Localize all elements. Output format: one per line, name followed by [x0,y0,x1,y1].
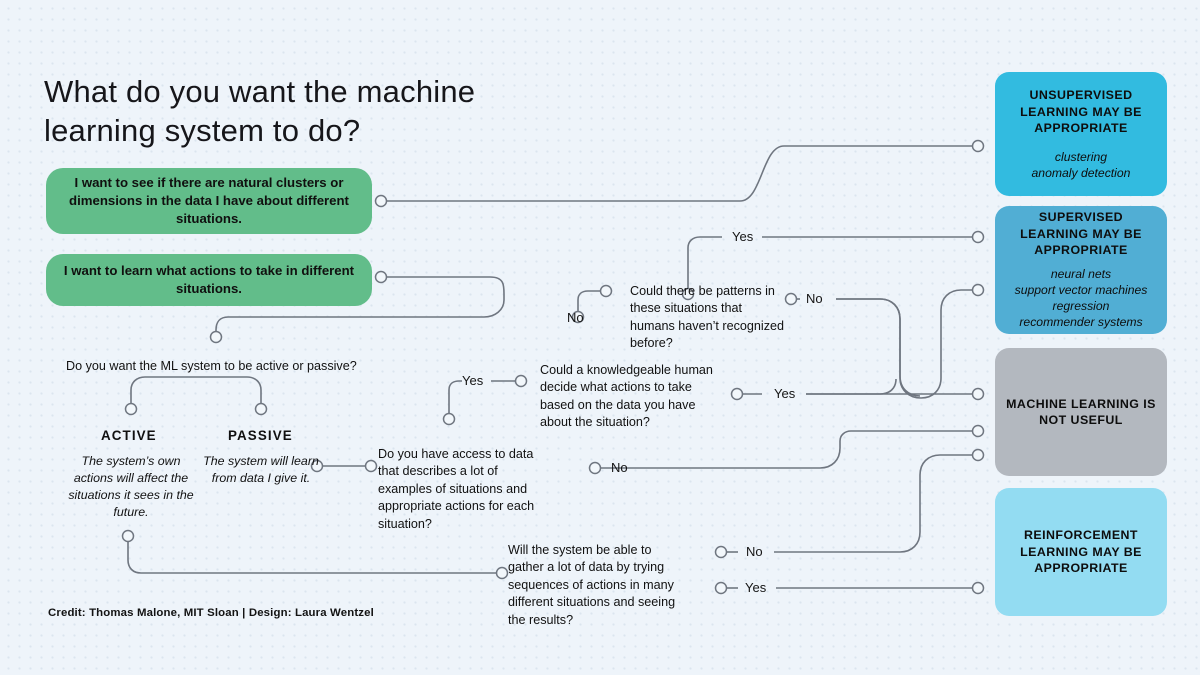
wire-gather-no-to-not-useful [774,454,973,553]
port-data-no [588,461,602,475]
outcome-unsupervised-subtext: clustering anomaly detection [1031,149,1131,180]
edge-label-knowledgeable-no: No [567,310,584,325]
question-active-passive: Do you want the ML system to be active o… [66,359,357,373]
port-not-useful-in-3 [971,448,985,462]
page-title: What do you want the machine learning sy… [44,74,476,149]
port-data-question-in [364,459,378,473]
wire-data-yes [448,380,462,414]
wire-patterns-yes [687,236,722,289]
wire-active-to-gather [127,541,497,574]
port-modes-junction [209,330,223,344]
port-gather-in [495,566,509,580]
question-knowledgeable-human: Could a knowledgeable human decide what … [540,363,713,430]
question-patterns: Could there be patterns in these situati… [630,284,785,351]
outcome-reinforcement[interactable]: REINFORCEMENT LEARNING MAY BE APPROPRIAT… [995,488,1167,616]
port-supervised-in-bottom [971,283,985,297]
port-knowledgeable-in [514,374,528,388]
port-actions-out [374,270,388,284]
outcome-supervised-heading: SUPERVISED LEARNING MAY BE APPROPRIATE [1020,210,1142,258]
credit-line: Credit: Thomas Malone, MIT Sloan | Desig… [48,607,374,619]
port-active-out [121,529,135,543]
input-option-clusters[interactable]: I want to see if there are natural clust… [46,168,372,234]
port-active [124,402,138,416]
outcome-reinforcement-heading: REINFORCEMENT LEARNING MAY BE APPROPRIAT… [1020,528,1142,576]
port-unsupervised-in [971,139,985,153]
port-not-useful-in-2 [971,424,985,438]
port-know-yes [730,387,744,401]
wire-clusters-to-unsupervised [386,145,973,202]
port-not-useful-in-1 [971,387,985,401]
input-option-actions[interactable]: I want to learn what actions to take in … [46,254,372,306]
mode-heading-passive: PASSIVE [228,428,293,443]
edge-label-patterns-yes: Yes [732,229,754,244]
edge-label-data-yes: Yes [462,373,484,388]
port-supervised-in-top [971,230,985,244]
outcome-not-useful-heading: MACHINE LEARNING IS NOT USEFUL [1006,396,1156,428]
edge-label-knowledgeable-yes: Yes [774,386,796,401]
outcome-not-useful[interactable]: MACHINE LEARNING IS NOT USEFUL [995,348,1167,476]
question-data-access: Do you have access to data that describe… [378,447,535,531]
wire-know-yes-a [806,378,897,395]
outcome-supervised-subtext: neural nets support vector machines regr… [1014,266,1148,330]
outcome-unsupervised[interactable]: UNSUPERVISED LEARNING MAY BE APPROPRIATE… [995,72,1167,196]
outcome-unsupervised-heading: UNSUPERVISED LEARNING MAY BE APPROPRIATE [1020,88,1142,136]
edge-label-data-no: No [611,460,628,475]
edge-label-gather-no: No [746,544,763,559]
outcome-supervised[interactable]: SUPERVISED LEARNING MAY BE APPROPRIATE n… [995,206,1167,334]
port-passive [254,402,268,416]
edge-label-gather-yes: Yes [745,580,767,595]
port-clusters-out [374,194,388,208]
port-patterns-in [599,284,613,298]
mode-description-active: The system’s own actions will affect the… [68,454,194,519]
question-gather-data: Will the system be able to gather a lot … [508,543,676,627]
port-reinforcement-in [971,581,985,595]
mode-heading-active: ACTIVE [101,428,157,443]
port-gather-yes [714,581,728,595]
wire-data-no-to-not-useful [600,430,973,469]
port-gather-no [714,545,728,559]
mode-description-passive: The system will learn from data I give i… [203,454,319,485]
wire-know-no [577,290,600,312]
wire-patterns-no-curve [836,298,921,397]
wire-patterns-no-to-supervised [836,289,973,399]
edge-label-patterns-no: No [806,291,823,306]
port-data-yes [442,412,456,426]
wire-active-passive-bracket [130,376,262,404]
